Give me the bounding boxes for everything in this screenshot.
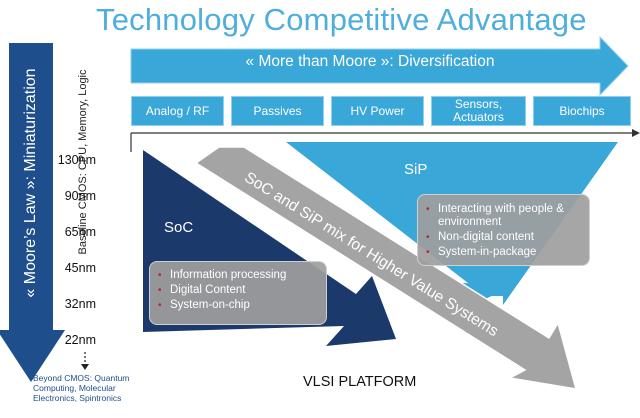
- bullet-icon: •: [158, 270, 162, 281]
- sip-bullet: • Non-digital content: [426, 231, 581, 244]
- node-32nm: 32nm: [64, 297, 96, 311]
- bullet-icon: •: [158, 300, 162, 311]
- soc-bullet-text: Information processing: [170, 269, 287, 281]
- node-90nm: 90nm: [64, 189, 96, 203]
- sip-label: SiP: [404, 161, 428, 178]
- soc-bullet: • System-on-chip: [158, 299, 318, 312]
- sip-bullet: • System-in-package: [426, 246, 581, 259]
- bullet-icon: •: [426, 247, 430, 258]
- moores-law-label: « Moore’s Law »: Miniaturization: [22, 68, 39, 298]
- node-22nm: 22nm: [64, 333, 96, 347]
- sip-info-box: • Interacting with people & environment •…: [417, 194, 590, 266]
- category-sensors-actuators: Sensors, Actuators: [431, 96, 526, 126]
- bullet-icon: •: [158, 285, 162, 296]
- sip-bullet-text: Non-digital content: [438, 231, 534, 243]
- category-analog-rf: Analog / RF: [131, 96, 224, 126]
- beyond-cmos-arrowhead: [81, 364, 89, 370]
- moores-law-arrow: [0, 43, 65, 382]
- more-than-moore-label: « More than Moore »: Diversification: [245, 53, 495, 70]
- sip-bullet: • Interacting with people & environment: [426, 203, 581, 229]
- soc-info-box: • Information processing • Digital Content…: [149, 261, 327, 325]
- node-65nm: 65nm: [64, 225, 96, 239]
- soc-label: SoC: [164, 219, 194, 236]
- page-title: Technology Competitive Advantage: [96, 2, 587, 37]
- soc-bullet-text: System-on-chip: [170, 299, 250, 311]
- horizontal-axis-arrowhead: [632, 129, 640, 137]
- beyond-cmos-label: Beyond CMOS: Quantum Computing, Molecula…: [33, 373, 130, 403]
- soc-bullet: • Digital Content: [158, 284, 318, 297]
- category-hv-power: HV Power: [331, 96, 424, 126]
- mix-arrow: [194, 146, 578, 390]
- soc-bullet: • Information processing: [158, 269, 318, 282]
- bullet-icon: •: [426, 204, 430, 215]
- bullet-icon: •: [426, 232, 430, 243]
- more-than-moore-arrow: [130, 35, 629, 97]
- vlsi-platform-label: VLSI PLATFORM: [303, 374, 417, 390]
- sip-bullet-text: Interacting with people & environment: [438, 203, 564, 228]
- category-biochips: Biochips: [533, 96, 631, 126]
- sip-bullet-text: System-in-package: [438, 246, 537, 258]
- category-passives: Passives: [231, 96, 324, 126]
- soc-bullet-text: Digital Content: [170, 284, 246, 296]
- node-45nm: 45nm: [64, 261, 96, 275]
- node-130nm: 130nm: [57, 153, 96, 167]
